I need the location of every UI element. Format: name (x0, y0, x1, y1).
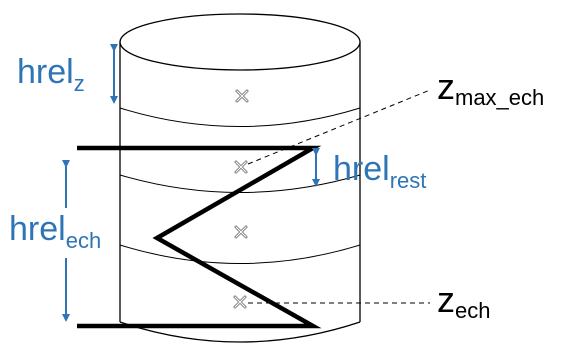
label-z-max-ech-sub: max_ech (455, 85, 544, 110)
cylinder-bottom (119, 321, 361, 343)
label-hrel-rest: hrelrest (333, 150, 426, 193)
leader-line-z-max-ech (247, 89, 431, 165)
zigzag-sampling-path (77, 145, 322, 329)
label-hrel-rest-base: hrel (333, 150, 390, 188)
x-mark-icon (233, 295, 247, 309)
sample-markers (233, 89, 249, 309)
cylinder (119, 13, 361, 343)
dimension-arrows (62, 44, 320, 322)
label-hrel-rest-sub: rest (390, 168, 427, 193)
label-z-max-ech: zmax_ech (437, 66, 544, 110)
label-z-ech-sub: ech (455, 298, 490, 323)
label-hrel-z-base: hrel (17, 53, 74, 91)
layer-separator-3 (119, 244, 361, 264)
label-hrel-ech-sub: ech (66, 228, 101, 253)
label-hrel-z-sub: z (74, 71, 85, 96)
x-mark-icon (234, 160, 248, 174)
cylinder-top (119, 13, 361, 71)
label-hrel-ech-base: hrel (9, 210, 66, 248)
label-z-ech-base: z (437, 279, 455, 320)
layer-separator-1 (119, 107, 361, 127)
label-hrel-ech: hrelech (9, 210, 101, 253)
x-mark-icon (234, 225, 248, 239)
label-z-max-ech-base: z (437, 66, 455, 107)
label-z-ech: zech (437, 279, 490, 323)
label-hrel-z: hrelz (17, 53, 85, 96)
x-mark-icon (235, 89, 249, 103)
